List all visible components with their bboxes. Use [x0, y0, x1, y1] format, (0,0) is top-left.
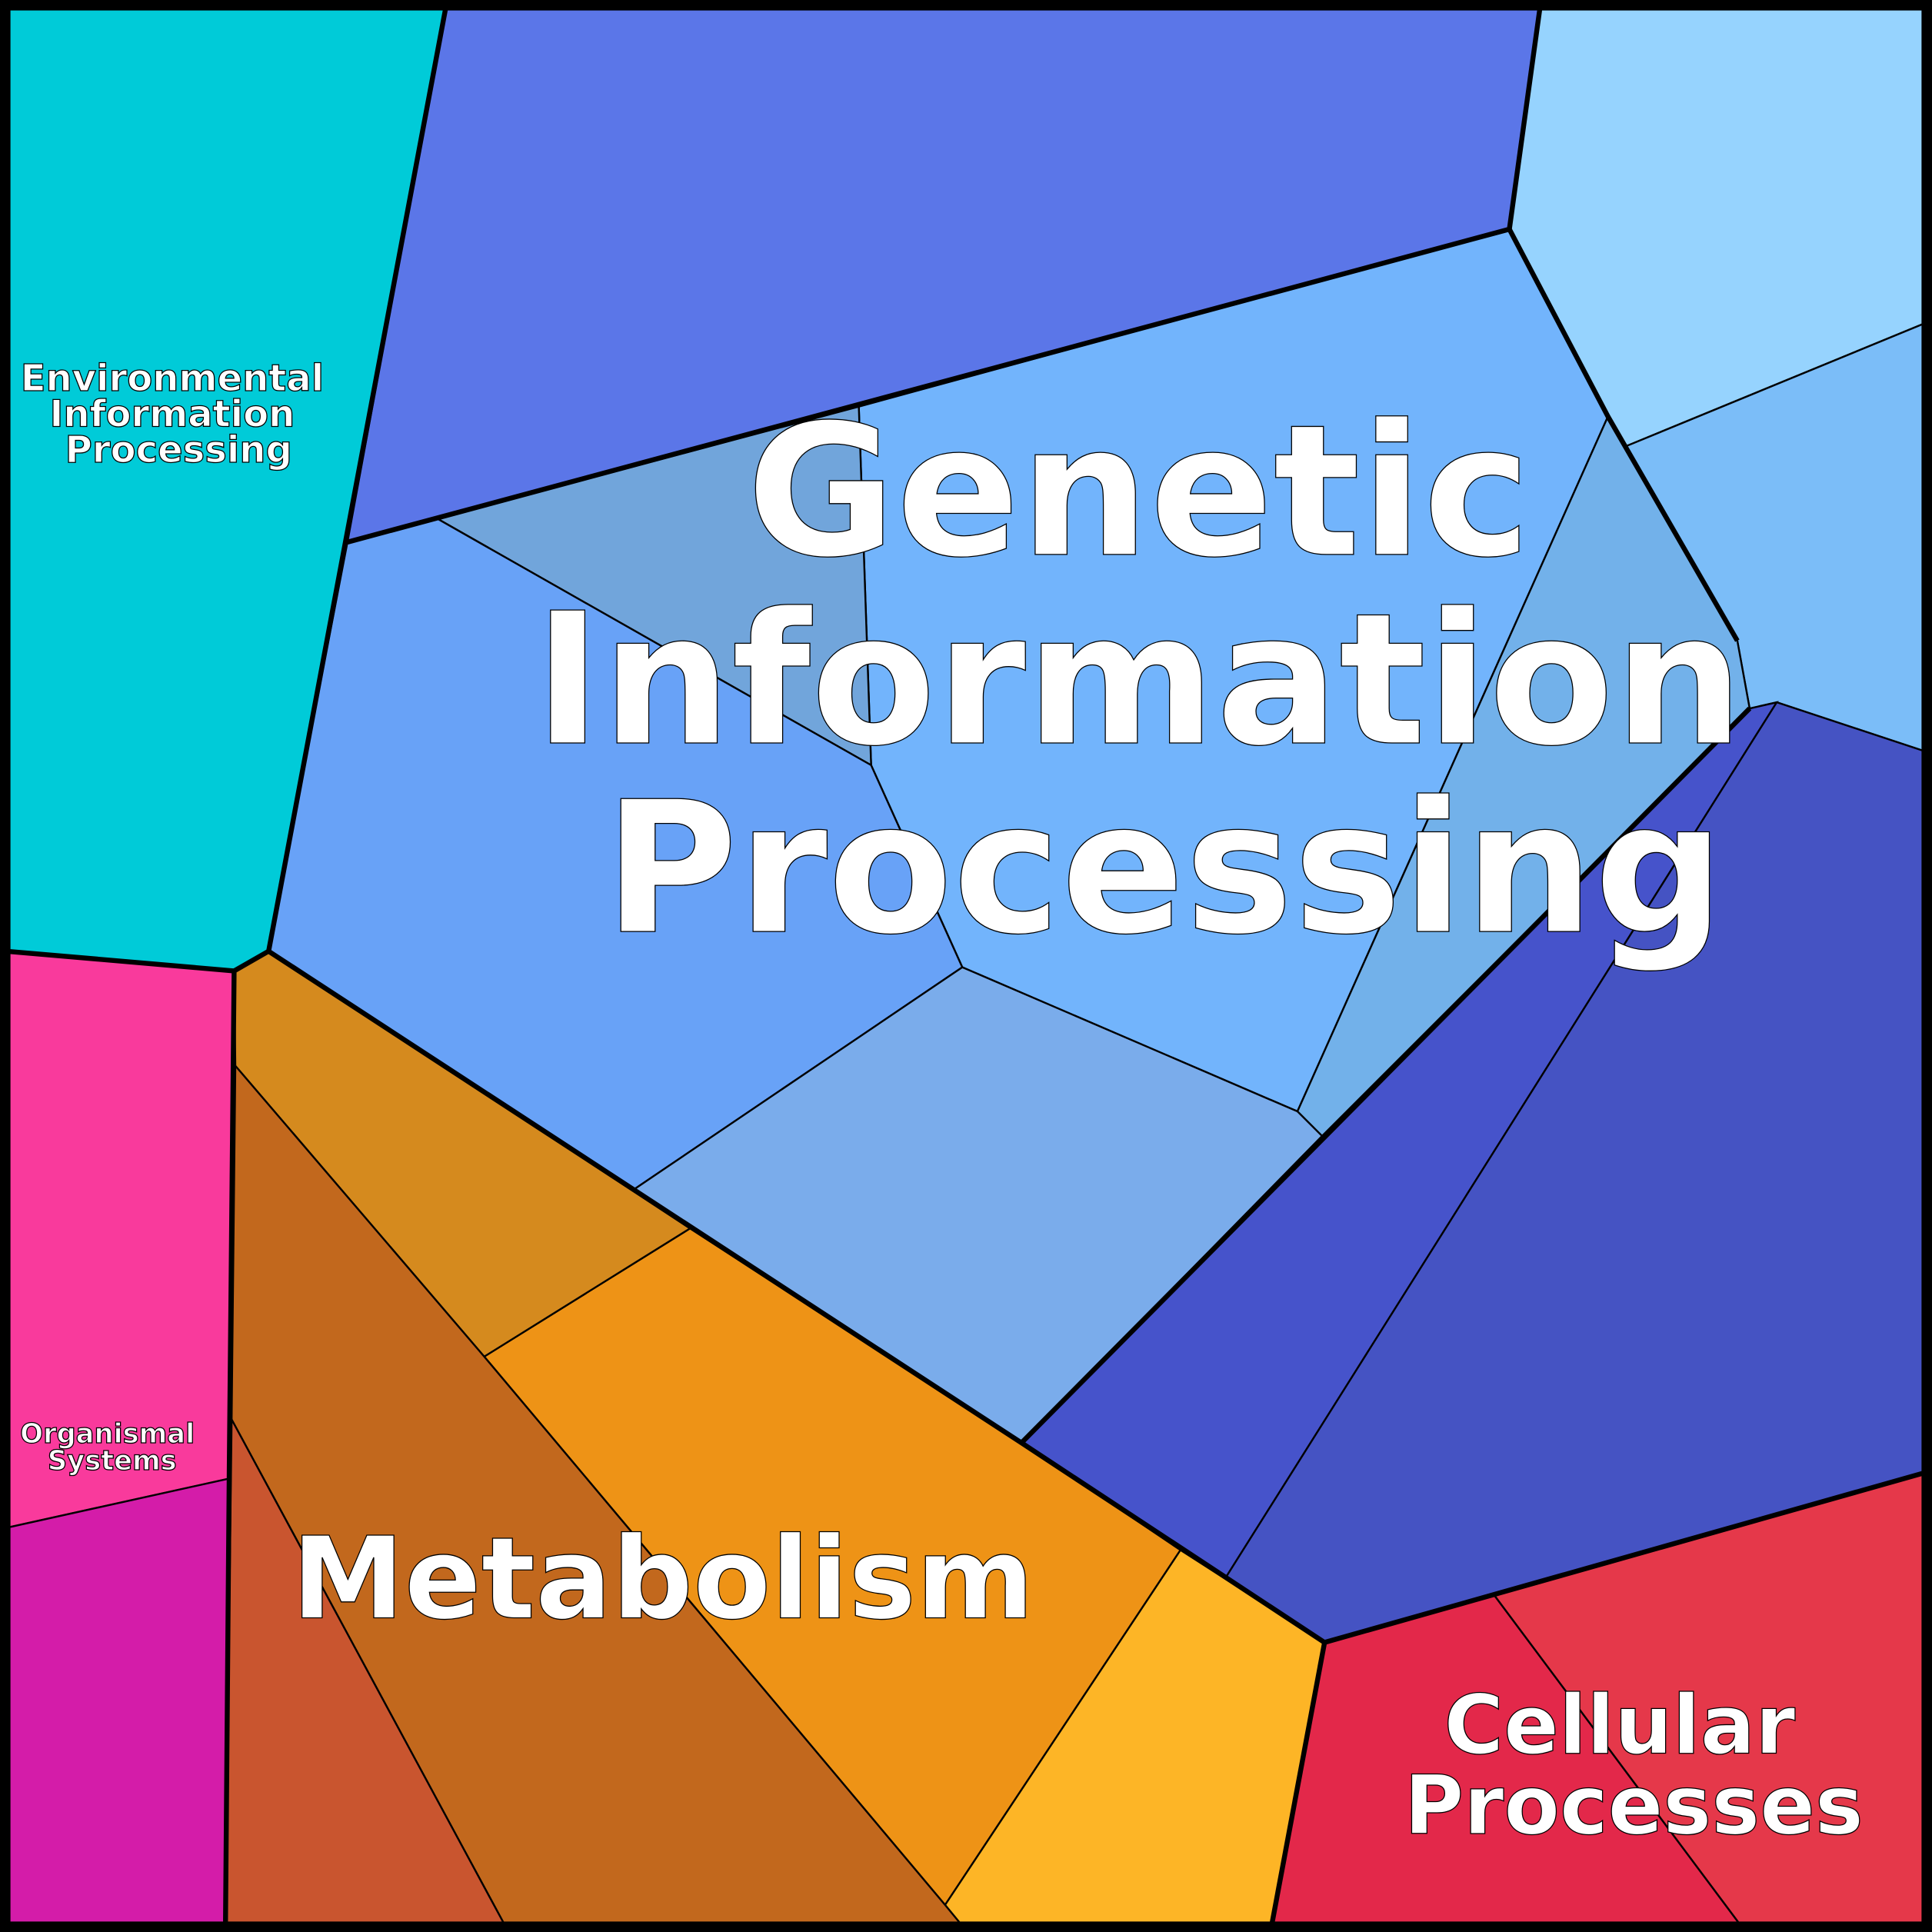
label-metabolism: Metabolism	[291, 1512, 1034, 1644]
label-cellular: Cellular Processes	[1404, 1678, 1864, 1853]
label-genetic: Genetic Information Processing	[534, 385, 1807, 974]
label-organismal: Organismal Systems	[20, 1418, 204, 1477]
category-boundary	[1507, 5, 1543, 230]
category-boundary	[1269, 1641, 1327, 1927]
category-boundary	[346, 226, 1511, 545]
category-boundary	[267, 949, 1927, 1645]
label-env: Environmental Information Processing	[21, 357, 337, 471]
category-boundary	[1507, 228, 1740, 642]
category-boundary	[5, 5, 449, 974]
cell-org-magenta	[5, 1477, 231, 1927]
category-boundary	[1019, 706, 1752, 1445]
category-boundary	[222, 971, 237, 1927]
